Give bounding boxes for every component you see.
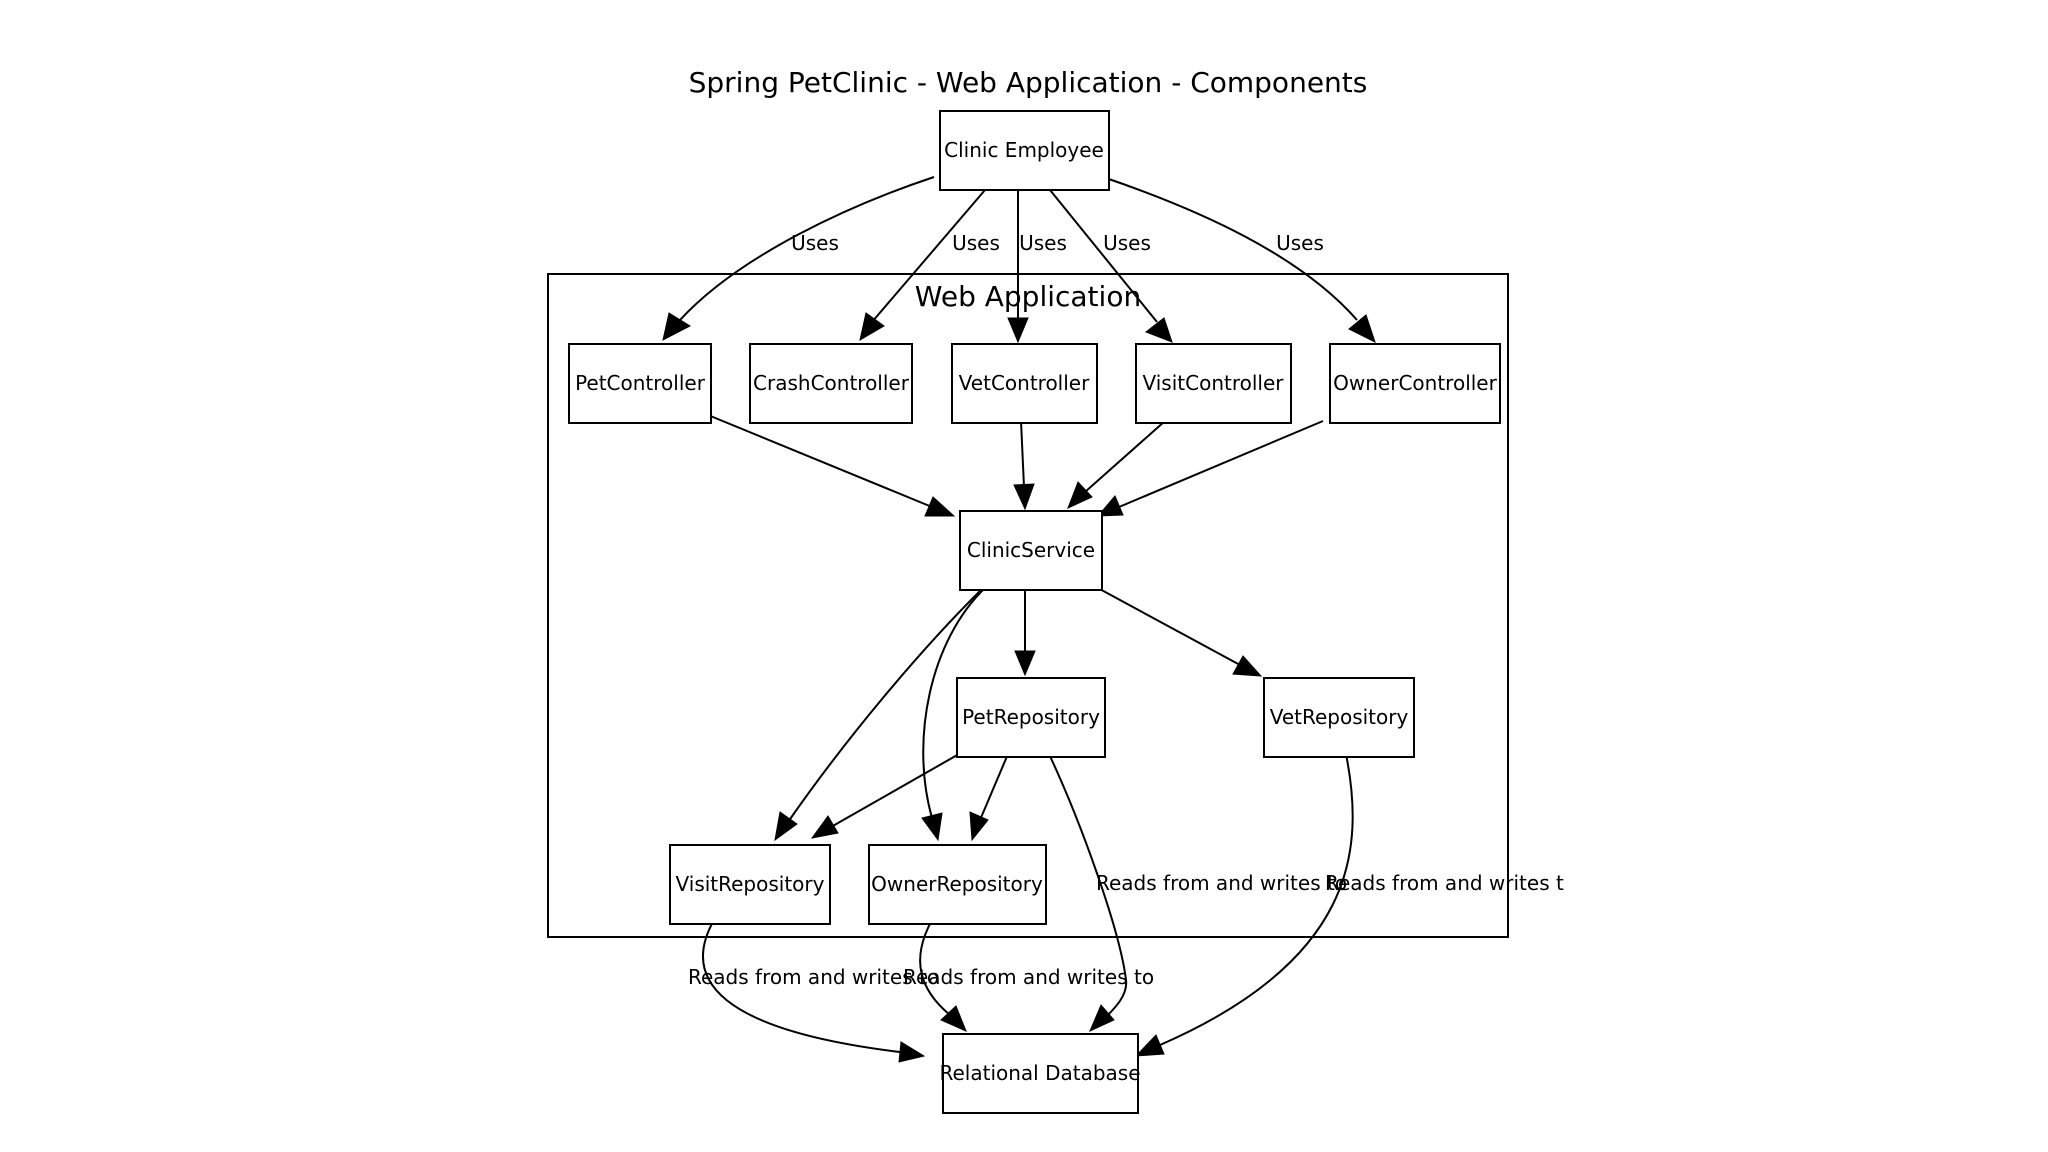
node-label-pet-repository: PetRepository	[962, 705, 1100, 729]
edge-label-uses-pet: Uses	[791, 231, 839, 255]
edge-clinicservice-vetrepository	[1095, 586, 1263, 677]
edge-petcontroller-clinicservice	[707, 414, 956, 517]
edge-petrepository-visitrepository	[810, 753, 960, 839]
node-owner-repository: OwnerRepository	[868, 844, 1047, 925]
edge-ownercontroller-clinicservice	[1096, 420, 1324, 517]
node-vet-controller: VetController	[951, 343, 1098, 424]
node-label-visit-controller: VisitController	[1143, 371, 1285, 395]
node-crash-controller: CrashController	[749, 343, 913, 424]
node-label-crash-controller: CrashController	[753, 371, 910, 395]
node-label-owner-controller: OwnerController	[1333, 371, 1497, 395]
edge-label-uses-vet: Uses	[1019, 231, 1067, 255]
edge-label-uses-crash: Uses	[952, 231, 1000, 255]
edge-employee-petcontroller	[662, 176, 935, 341]
edge-label-vetrepository-database: Reads from and writes t	[1325, 871, 1564, 895]
edge-employee-ownercontroller	[1102, 176, 1376, 343]
edge-visitrepository-database	[702, 919, 926, 1063]
edge-label-visitrepository-database: Reads from and writes to	[688, 965, 939, 989]
edge-clinicservice-petrepository	[1014, 587, 1036, 677]
node-label-vet-controller: VetController	[959, 371, 1090, 395]
node-owner-controller: OwnerController	[1329, 343, 1501, 424]
node-label-vet-repository: VetRepository	[1270, 705, 1409, 729]
node-pet-repository: PetRepository	[956, 677, 1106, 758]
edge-employee-crashcontroller	[859, 189, 986, 342]
edge-clinicservice-visitrepository	[774, 586, 985, 842]
boundary-label: Web Application	[915, 280, 1141, 313]
node-label-pet-controller: PetController	[575, 371, 706, 395]
node-visit-repository: VisitRepository	[669, 844, 831, 925]
edge-employee-vetcontroller	[1007, 190, 1029, 344]
node-label-clinic-employee: Clinic Employee	[944, 138, 1104, 162]
edges	[662, 176, 1376, 1063]
edge-visitcontroller-clinicservice	[1067, 420, 1166, 509]
edge-label-uses-visit: Uses	[1103, 231, 1151, 255]
web-application-boundary: Web Application	[547, 273, 1509, 938]
node-relational-database: Relational Database	[939, 1033, 1141, 1114]
edge-petrepository-database	[1048, 753, 1128, 1032]
edge-employee-visitcontroller	[1049, 189, 1173, 343]
node-label-owner-repository: OwnerRepository	[871, 872, 1043, 896]
edge-petrepository-ownerrepository	[969, 753, 1009, 842]
node-label-clinic-service: ClinicService	[967, 538, 1095, 562]
edge-label-petrepository-database: Reads from and writes to	[1096, 871, 1347, 895]
nodes: Clinic Employee PetController CrashContr…	[568, 110, 1501, 1114]
edge-vetcontroller-clinicservice	[1013, 420, 1035, 511]
edge-label-uses-owner: Uses	[1276, 231, 1324, 255]
diagram-title: Spring PetClinic - Web Application - Com…	[689, 66, 1368, 99]
node-visit-controller: VisitController	[1135, 343, 1292, 424]
node-pet-controller: PetController	[568, 343, 712, 424]
edge-ownerrepository-database	[919, 919, 967, 1032]
node-clinic-service: ClinicService	[959, 510, 1103, 591]
node-label-visit-repository: VisitRepository	[676, 872, 825, 896]
node-clinic-employee: Clinic Employee	[939, 110, 1110, 191]
node-vet-repository: VetRepository	[1263, 677, 1415, 758]
node-label-relational-database: Relational Database	[939, 1061, 1140, 1085]
edge-vetrepository-database	[1134, 753, 1354, 1057]
edge-label-ownerrepository-database: Reads from and writes to	[903, 965, 1154, 989]
edge-clinicservice-ownerrepository	[921, 586, 987, 842]
edge-labels: Uses Uses Uses Uses Uses Reads from and …	[688, 231, 1564, 989]
